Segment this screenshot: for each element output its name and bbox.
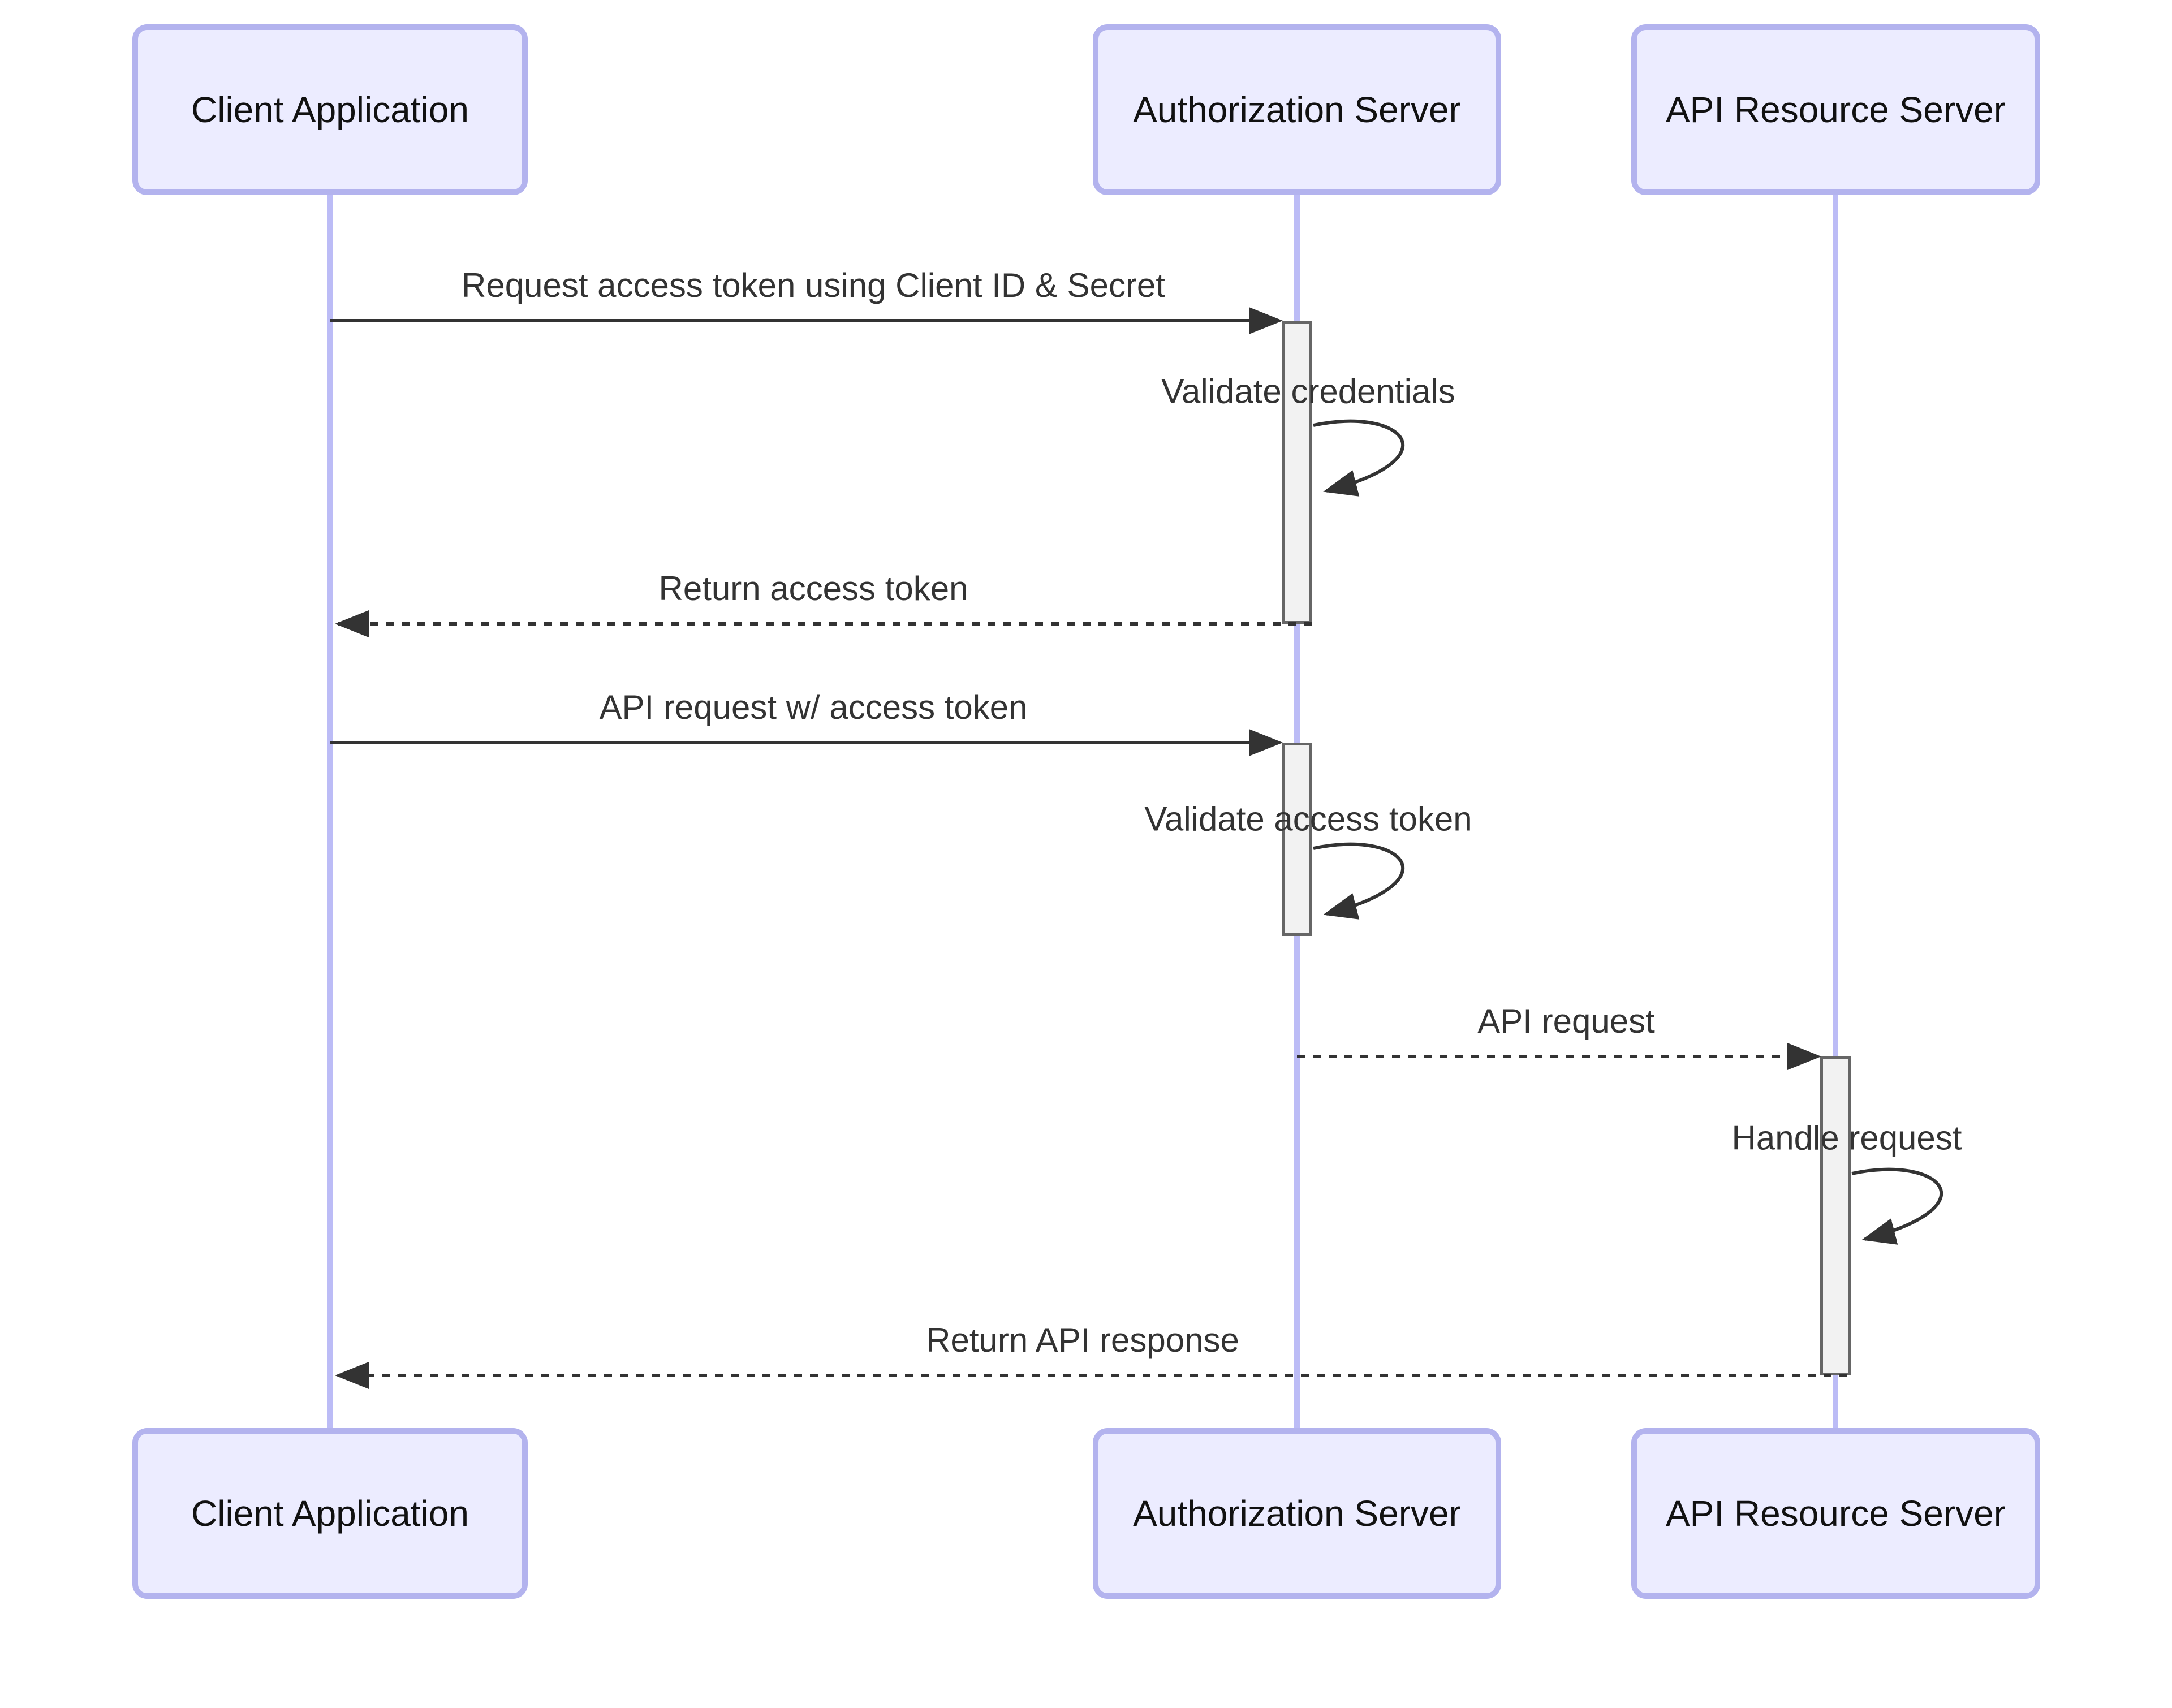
arrow-self-validate-access-token [1313,842,1405,920]
arrow-self-validate-credentials [1313,419,1405,497]
activation-auth-2 [1282,743,1312,936]
actor-top-client-application: Client Application [132,24,528,195]
actor-top-api-resource-server: API Resource Server [1631,24,2040,195]
actor-bottom-client-application: Client Application [132,1428,528,1599]
message-label-return-api-response: Return API response [926,1321,1239,1359]
message-label-validate-credentials: Validate credentials [1161,372,1455,411]
activation-auth-1 [1282,321,1312,624]
lifeline-api-resource-server [1833,195,1838,1428]
activation-api-1 [1820,1056,1851,1375]
message-label-return-access-token: Return access token [658,570,968,607]
message-label-api-request: API request [1477,1002,1655,1040]
lifeline-client-application [327,195,333,1428]
message-label-api-request-with-token: API request w/ access token [599,688,1028,726]
actor-bottom-api-resource-server: API Resource Server [1631,1428,2040,1599]
arrow-self-handle-request [1851,1167,1943,1245]
actor-top-authorization-server: Authorization Server [1093,24,1501,195]
message-label-validate-access-token: Validate access token [1144,800,1472,838]
message-label-request-access-token: Request access token using Client ID & S… [462,266,1165,304]
actor-bottom-authorization-server: Authorization Server [1093,1428,1501,1599]
message-label-handle-request: Handle request [1731,1119,1962,1157]
